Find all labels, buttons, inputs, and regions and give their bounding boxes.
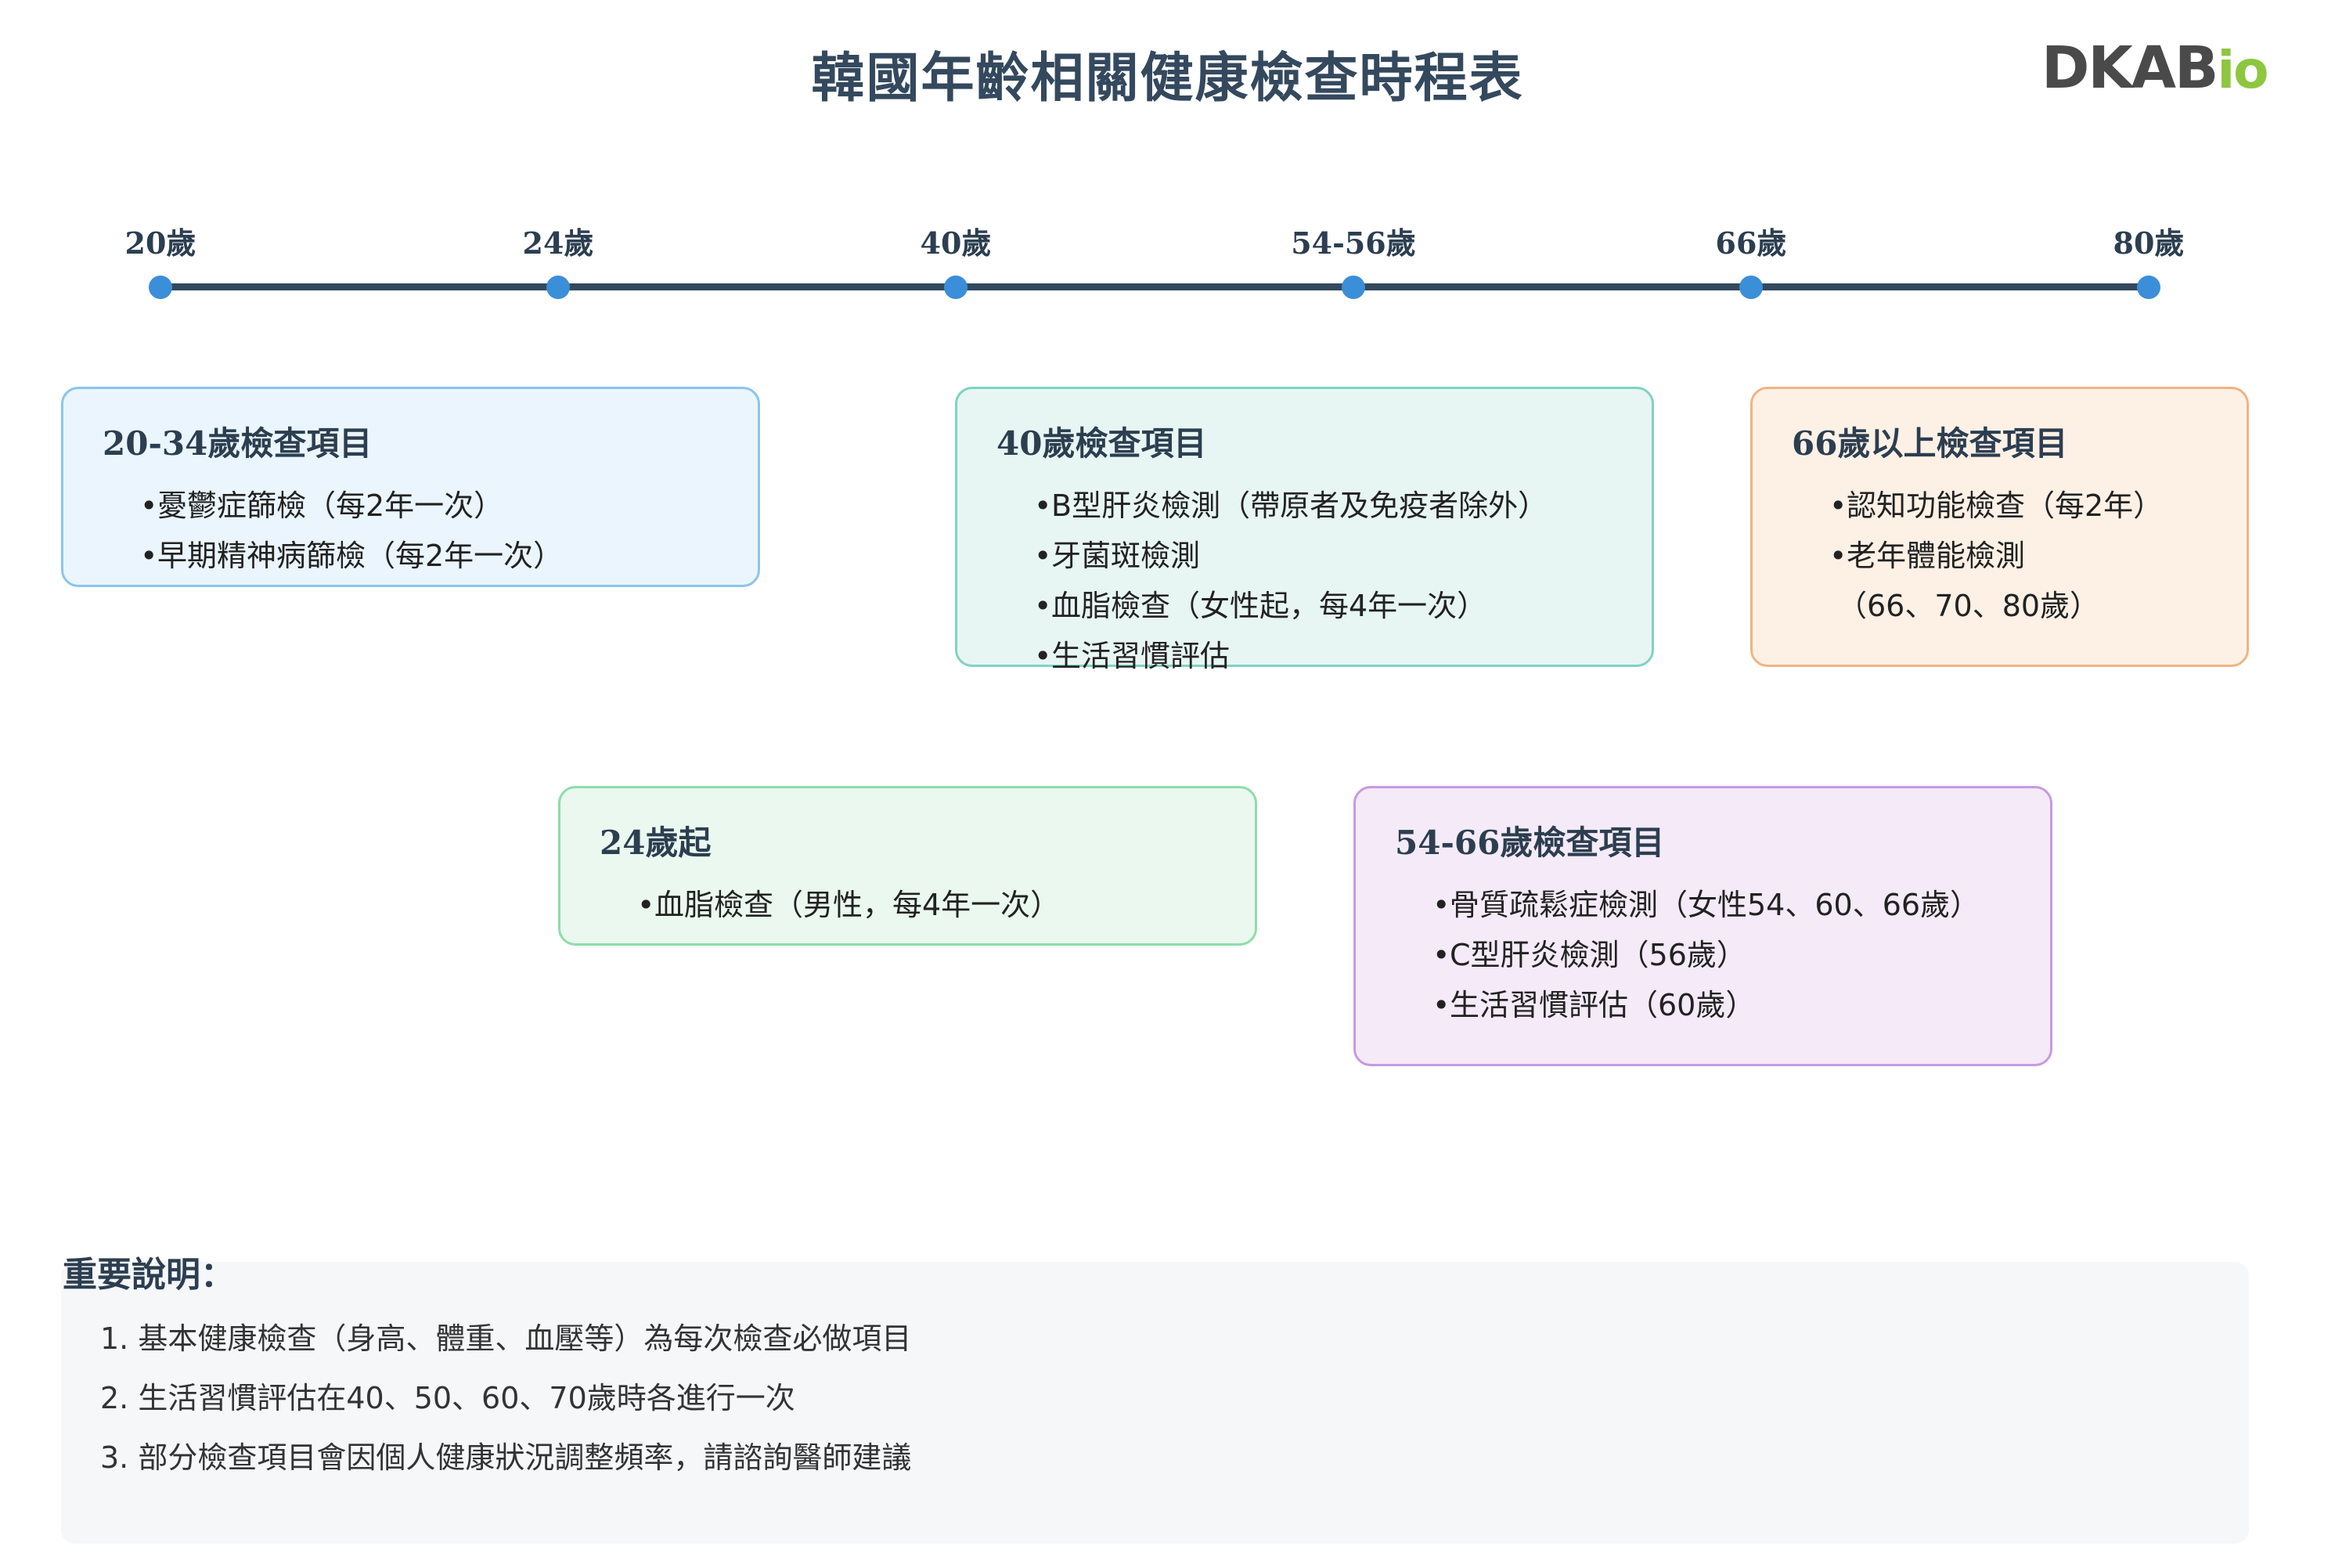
list-item: •憂鬱症篩檢（每2年一次）: [140, 488, 504, 523]
timeline-dot-54-56: [1342, 276, 1365, 299]
note-item: 2. 生活習慣評估在40、50、60、70歲時各進行一次: [100, 1381, 795, 1415]
list-item: •早期精神病篩檢（每2年一次）: [140, 539, 564, 573]
notes-list: 1. 基本健康檢查（身高、體重、血壓等）為每次檢查必做項目 2. 生活習慣評估在…: [100, 1309, 911, 1487]
timeline-label-54-56: 54-56歲: [1291, 225, 1416, 261]
list-item: •生活習慣評估（60歲）: [1432, 988, 1756, 1022]
card-age-20-34: 20-34歲檢查項目 •憂鬱症篩檢（每2年一次） •早期精神病篩檢（每2年一次）: [61, 387, 760, 587]
timeline-dot-80: [2137, 276, 2160, 299]
timeline-dot-20: [149, 276, 172, 299]
list-item: •血脂檢查（男性，每4年一次）: [637, 888, 1061, 922]
list-item: •血脂檢查（女性起，每4年一次）: [1034, 589, 1487, 623]
list-item: •骨質疏鬆症檢測（女性54、60、66歲）: [1432, 888, 1980, 922]
card-age-66-plus: 66歲以上檢查項目 •認知功能檢查（每2年） •老年體能檢測 （66、70、80…: [1750, 387, 2249, 667]
card-age-54-66: 54-66歲檢查項目 •骨質疏鬆症檢測（女性54、60、66歲） •C型肝炎檢測…: [1353, 786, 2052, 1066]
timeline-dot-24: [546, 276, 570, 299]
list-item: •認知功能檢查（每2年）: [1829, 488, 2164, 523]
note-item: 1. 基本健康檢查（身高、體重、血壓等）為每次檢查必做項目: [100, 1321, 912, 1356]
card-item-list: •B型肝炎檢測（帶原者及免疫者除外） •牙菌斑檢測 •血脂檢查（女性起，每4年一…: [996, 481, 1616, 681]
list-item: •C型肝炎檢測（56歲）: [1432, 938, 1746, 972]
note-item: 3. 部分檢查項目會因個人健康狀況調整頻率，請諮詢醫師建議: [100, 1440, 912, 1475]
card-age-40: 40歲檢查項目 •B型肝炎檢測（帶原者及免疫者除外） •牙菌斑檢測 •血脂檢查（…: [955, 387, 1654, 673]
notes-panel: [61, 1262, 2249, 1544]
dkabio-logo: DKABio: [2041, 39, 2268, 100]
timeline-label-66: 66歲: [1715, 225, 1787, 261]
timeline-dot-66: [1739, 276, 1763, 299]
list-item: •老年體能檢測: [1829, 539, 2026, 573]
timeline-axis: [160, 283, 2149, 290]
card-age-24: 24歲起 •血脂檢查（男性，每4年一次）: [558, 786, 1257, 946]
card-title: 24歲起: [600, 824, 712, 862]
timeline-label-40: 40歲: [920, 225, 992, 261]
card-item-list: •憂鬱症篩檢（每2年一次） •早期精神病篩檢（每2年一次）: [103, 481, 722, 581]
card-item-list: •認知功能檢查（每2年） •老年體能檢測 （66、70、80歲）: [1792, 481, 2211, 631]
timeline-label-20: 20歲: [124, 225, 196, 261]
card-title: 40歲檢查項目: [996, 424, 1207, 463]
timeline-dot-40: [944, 276, 968, 299]
timeline-label-80: 80歲: [2113, 225, 2185, 261]
logo-text-main: DKAB: [2041, 34, 2218, 102]
page-title: 韓國年齡相關健康檢查時程表: [811, 48, 1524, 110]
card-item-list: •骨質疏鬆症檢測（女性54、60、66歲） •C型肝炎檢測（56歲） •生活習慣…: [1395, 880, 2014, 1030]
card-title: 54-66歲檢查項目: [1395, 824, 1665, 862]
list-item-continuation: （66、70、80歲）: [1837, 589, 2100, 623]
list-item: •牙菌斑檢測: [1034, 539, 1201, 573]
notes-heading: 重要說明：: [63, 1255, 235, 1295]
card-title: 20-34歲檢查項目: [103, 424, 373, 463]
list-item: •B型肝炎檢測（帶原者及免疫者除外）: [1034, 488, 1548, 523]
logo-text-accent: io: [2217, 40, 2268, 100]
list-item: •生活習慣評估: [1034, 639, 1231, 673]
timeline-label-24: 24歲: [522, 225, 594, 261]
card-item-list: •血脂檢查（男性，每4年一次）: [600, 880, 1219, 930]
card-title: 66歲以上檢查項目: [1792, 424, 2068, 463]
